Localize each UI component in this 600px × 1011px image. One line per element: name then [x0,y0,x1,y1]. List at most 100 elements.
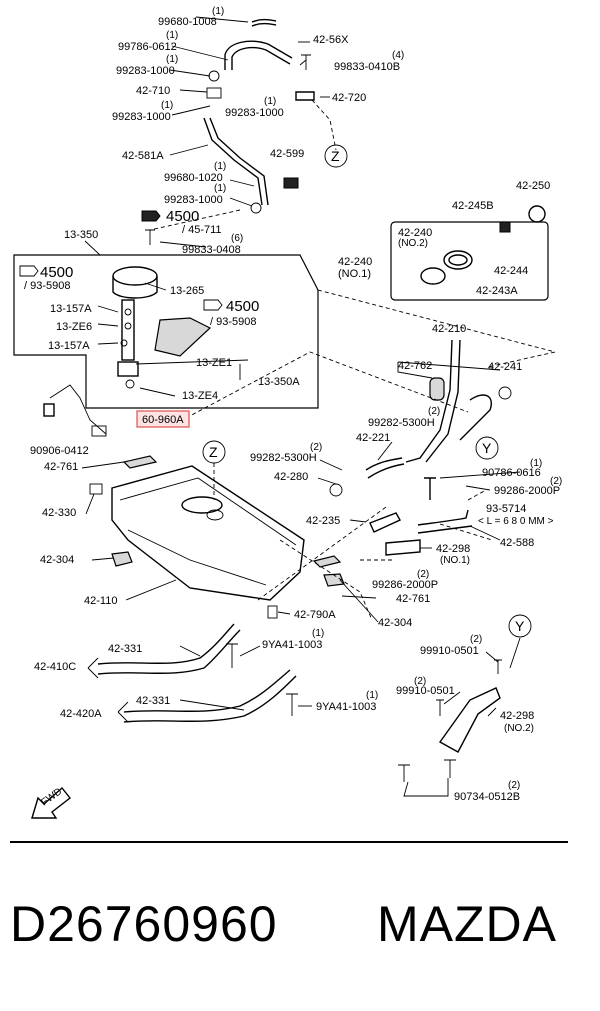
box-42-240-label: 42-240 [338,256,372,268]
strap-42-420a [123,669,291,713]
connection-lines [185,289,556,621]
part-label: 99680-1020 [164,172,223,184]
ref-label: 4500 [226,298,259,315]
tank-outline [111,465,305,601]
vent-hose-curve [224,40,293,70]
part-labels: (1) 99680-1008 42-56X (1) 99786-0612 (4)… [19,6,562,803]
hose-42-221 [365,457,403,471]
bolt-90906 [43,403,55,417]
qty-label: (2) [414,676,426,687]
qty-label: (1) [366,690,378,701]
qty-label: (1) [214,161,226,172]
part-label: 42-410C [34,661,76,673]
bracket-42-298-no2 [438,687,501,753]
part-label: 42-588 [500,537,534,549]
part-label: 42-599 [270,148,304,160]
part-label: 42-761 [44,461,78,473]
part-label: 42-110 [84,595,117,607]
qty-label: (2) [417,569,429,580]
qty-label: (6) [231,233,243,244]
qty-label: (2) [428,406,440,417]
ring-13-ze4 [125,379,135,389]
bolt-90734 [398,764,410,782]
brand-text: MAZDA [377,896,557,952]
screw-99833-0408 [145,229,155,245]
part-label: 99283-1000 [164,194,223,206]
part-label: 99283-1000 [116,65,175,77]
part-label: 99283-1000 [225,107,284,119]
box-42-240-sublabel: (NO.1) [338,268,371,280]
part-label: 42-244 [494,265,528,277]
qty-label: (NO.2) [504,723,534,734]
part-label: 13-ZE4 [182,390,218,402]
part-number-text: D26760960 [10,896,278,952]
part-label: / 93-5908 [210,316,256,328]
bracket-42-298-no1 [385,539,421,556]
qty-label: (2) [550,476,562,487]
part-label: 42-420A [60,708,102,720]
clip-710 [206,87,222,99]
clip-42-330 [89,483,103,495]
part-label: 99910-0501 [396,685,455,697]
part-label: 99283-1000 [112,111,171,123]
z-ref-label-tank: Z [209,444,218,460]
part-label: 13-350A [258,376,300,388]
part-label: 93-5714 [486,503,526,515]
bookmark-icon [141,210,161,222]
pad-42-304-a [111,551,133,567]
pump-flange [112,266,158,286]
part-label: 99286-2000P [372,579,438,591]
qty-label: (2) [310,442,322,453]
leader-lines [81,16,521,797]
part-label: 42-240 [398,227,432,239]
clamp-42-280 [329,483,343,497]
part-label: 99786-0612 [118,41,177,53]
box-42-240-outline [390,221,549,301]
pad-42-761-a [122,455,158,469]
y-ref-circle-right [475,436,499,460]
part-label: 42-298 [436,543,470,555]
bolt-9ya41-lower [286,693,298,716]
part-label: 9YA41-1003 [316,701,376,713]
part-label: 42-298 [500,710,534,722]
bolt-90786 [424,477,436,500]
ref-label: 4500 [40,264,73,281]
ref-label: 4500 [166,208,199,225]
qty-label: (1) [212,6,224,17]
bookmark-icon [19,265,39,277]
pump-assembly-box: 13-350 [13,229,319,409]
part-label: 13-157A [50,303,92,315]
part-label: 42-221 [356,432,390,444]
part-label: 42-710 [136,85,170,97]
filler-mouth [459,394,492,441]
filter-13-350a [117,361,139,377]
part-label: / 45-711 [182,224,222,236]
sensor-harness [49,384,107,435]
filler-pipe-42-210 [405,339,453,463]
qty-label: (1) [161,100,173,111]
screw-99910-b [436,699,444,716]
clip-599 [283,177,299,189]
length-label: < L = 6 8 0 MM > [478,516,554,527]
box-13-350-label: 13-350 [64,229,98,241]
qty-label: (1) [264,96,276,107]
part-label: 42-761 [396,593,430,605]
z-ref-label-top: Z [331,148,340,164]
valve-42-720 [295,91,315,101]
qty-label: (1) [166,30,178,41]
strap-42-410c [97,623,235,665]
part-label: 99286-2000P [494,485,560,497]
bolt-99833-0410b [301,54,311,70]
part-label: 9YA41-1003 [262,639,322,651]
part-label: 42-250 [516,180,550,192]
qty-label: (1) [214,183,226,194]
part-label: 13-265 [170,285,204,297]
qty-label: (2) [470,634,482,645]
part-label: 90906-0412 [30,445,89,457]
lock-42-245b [499,221,511,233]
part-label: 13-157A [48,340,90,352]
y-ref-label-bracket: Y [515,618,525,634]
qty-label: (1) [312,628,324,639]
qty-label: (2) [508,780,520,791]
clamp-99283 [208,70,220,82]
